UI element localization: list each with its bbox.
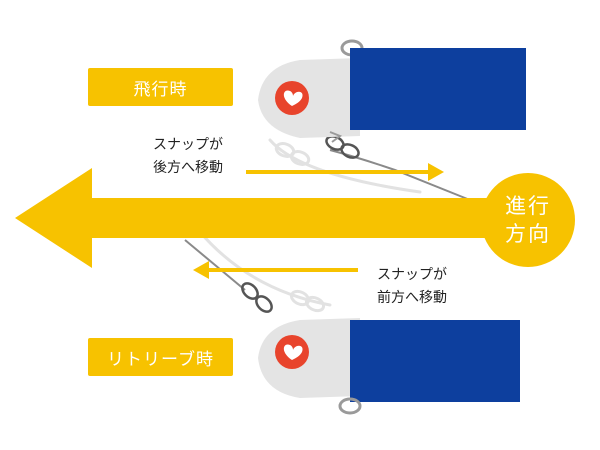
direction-label-line1: 進行 xyxy=(505,194,551,218)
ghost-ring-top-2 xyxy=(289,150,311,166)
snap-ring-bottom-2 xyxy=(255,295,273,313)
ghost-ring-bottom-1 xyxy=(289,289,311,307)
direction-circle xyxy=(481,173,575,267)
snap-ring-top-2 xyxy=(340,143,360,159)
snap-forward-caption: スナップが 前方へ移動 xyxy=(362,264,462,310)
retrieve-label: リトリーブ時 xyxy=(88,338,233,376)
snap-forward-caption-line1: スナップが xyxy=(377,267,447,283)
ghost-wire-bottom xyxy=(198,230,332,307)
snap-back-caption: スナップが 後方へ移動 xyxy=(138,134,238,180)
lure-bottom-eye xyxy=(338,397,362,415)
lure-bottom-body xyxy=(258,318,360,398)
snap-back-caption-line1: スナップが xyxy=(153,137,223,153)
line-wire-bottom xyxy=(184,239,246,291)
snap-back-arrow xyxy=(246,163,444,181)
flight-label: 飛行時 xyxy=(88,68,233,106)
snap-forward-caption-line2: 前方へ移動 xyxy=(377,290,447,306)
snap-back-caption-line2: 後方へ移動 xyxy=(153,160,223,176)
lure-top-blue xyxy=(350,48,526,130)
lure-bottom-blue xyxy=(350,320,520,402)
direction-label-line2: 方向 xyxy=(505,222,551,246)
direction-label: 進行 方向 xyxy=(483,192,573,248)
lure-top-icon xyxy=(258,39,526,143)
direction-arrow xyxy=(15,168,515,268)
snap-forward-arrow xyxy=(193,261,358,279)
ghost-ring-bottom-2 xyxy=(304,295,326,313)
lure-bottom-icon xyxy=(258,318,520,415)
